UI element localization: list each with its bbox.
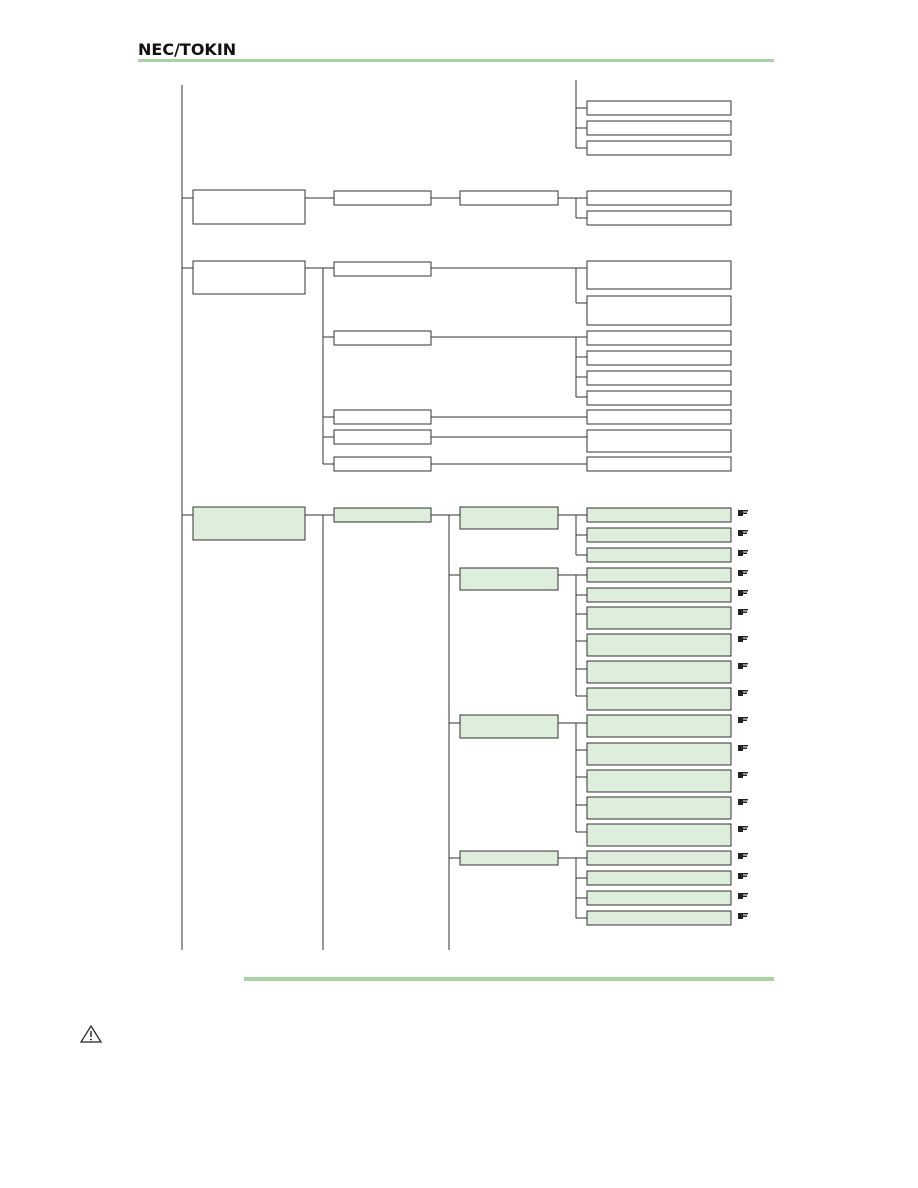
leaf-box [586, 633, 732, 657]
pointing-hand-icon [738, 913, 748, 919]
leaf-box [586, 295, 732, 326]
pointing-hand-icon [738, 530, 748, 536]
leaf-box [586, 140, 732, 156]
group-c-box [192, 506, 306, 541]
pointing-hand-icon [738, 745, 748, 751]
pointing-hand-icon [738, 690, 748, 696]
leaf-box [586, 769, 732, 793]
pointing-hand-icon [738, 590, 748, 596]
group-b-item-2 [333, 330, 432, 346]
leaf-box [586, 687, 732, 711]
leaf-box [586, 190, 732, 206]
pointing-hand-icon [738, 550, 748, 556]
leaf-box [586, 587, 732, 603]
footer-rule [244, 977, 774, 981]
group-a-box [192, 189, 306, 225]
group-c-sub-1 [459, 506, 559, 530]
leaf-box [586, 742, 732, 766]
leaf-box [586, 409, 732, 425]
pointing-hand-icon [738, 893, 748, 899]
leaf-box [586, 890, 732, 906]
leaf-box [586, 660, 732, 684]
leaf-box [586, 547, 732, 563]
pointing-hand-icon [738, 799, 748, 805]
group-b-box [192, 260, 306, 295]
group-b-item-1 [333, 261, 432, 277]
leaf-box [586, 606, 732, 630]
pointing-hand-icon [738, 663, 748, 669]
pointing-hand-icon [738, 717, 748, 723]
group-c-sub-3 [459, 714, 559, 739]
group-b-item-5 [333, 456, 432, 472]
leaf-box [586, 870, 732, 886]
leaf-box [586, 567, 732, 583]
leaf-box [586, 714, 732, 738]
group-b-item-3 [333, 409, 432, 425]
leaf-box [586, 823, 732, 847]
leaf-box [586, 390, 732, 406]
leaf-box [586, 429, 732, 453]
pointing-hand-icon [738, 853, 748, 859]
group-b-item-4 [333, 429, 432, 445]
leaf-box [586, 260, 732, 290]
leaf-box [586, 100, 732, 116]
group-c-item [333, 507, 432, 523]
leaf-box [586, 850, 732, 866]
company-logo: NEC/TOKIN [138, 40, 237, 59]
leaf-box [586, 370, 732, 386]
pointing-hand-icon [738, 636, 748, 642]
group-a-sub2-box [459, 190, 559, 206]
leaf-box [586, 456, 732, 472]
pointing-hand-icon [738, 873, 748, 879]
leaf-box [586, 507, 732, 523]
pointing-hand-icons [738, 510, 748, 919]
leaf-box [586, 330, 732, 346]
leaf-box [586, 910, 732, 926]
group-a-sub-box [333, 190, 432, 206]
leaf-box [586, 796, 732, 820]
pointing-hand-icon [738, 826, 748, 832]
leaf-box [586, 350, 732, 366]
pointing-hand-icon [738, 772, 748, 778]
header-rule [138, 59, 774, 62]
leaf-box [586, 527, 732, 543]
pointing-hand-icon [738, 510, 748, 516]
leaf-box [586, 120, 732, 136]
pointing-hand-icon [738, 609, 748, 615]
pointing-hand-icon [738, 570, 748, 576]
group-c-sub-2 [459, 567, 559, 591]
group-c-sub-4 [459, 850, 559, 866]
warning-icon [80, 1025, 102, 1043]
leaf-box [586, 210, 732, 226]
